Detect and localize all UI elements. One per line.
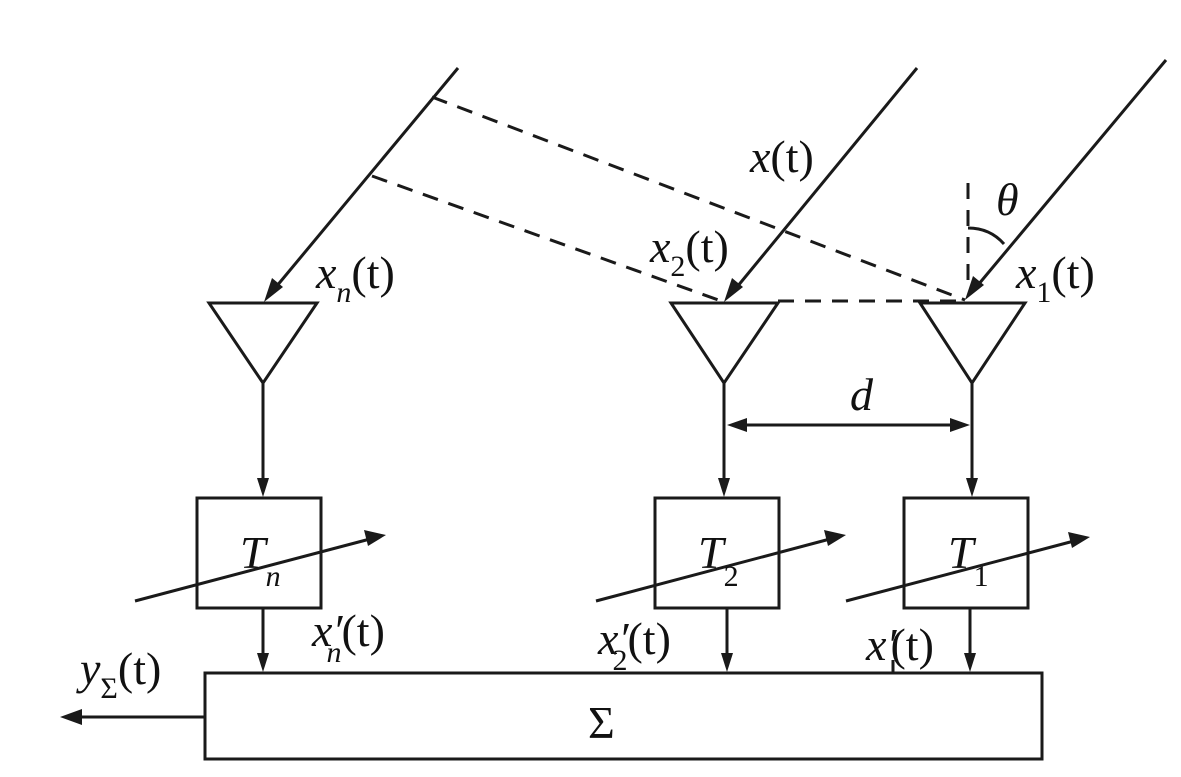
incoming-ray-n [274, 67, 460, 288]
incoming-ray-1-arrowhead [965, 276, 984, 300]
summer-sigma-label: Σ [588, 697, 615, 748]
feed-arrow-n [257, 478, 269, 497]
output-arrowhead [60, 709, 82, 725]
label-x2-t: x2(t) [649, 221, 729, 283]
label-xp1-t: x′(t) [865, 619, 934, 670]
label-t2: T2 [698, 527, 739, 593]
incoming-ray-2 [735, 67, 919, 288]
antenna-2 [668, 301, 781, 386]
delay-out-arrow-1 [964, 653, 976, 672]
incoming-ray-2-arrowhead [724, 278, 743, 302]
label-d: d [850, 369, 874, 420]
feed-arrow-1 [966, 478, 978, 497]
adjust-arrow-n [134, 537, 371, 603]
delay-out-arrow-n [257, 653, 269, 672]
summer-box [203, 671, 1044, 761]
label-xpn-t: x′n(t) [311, 605, 385, 669]
label-xp2-t: x′2(t) [597, 613, 671, 677]
spacing-d-arrow-left [727, 418, 747, 432]
adjust-arrowhead-1 [1068, 532, 1090, 548]
delay-box-1 [902, 496, 1030, 610]
label-xn-t: xn(t) [315, 247, 395, 309]
label-theta: θ [996, 174, 1019, 225]
label-x-t: x(t) [749, 131, 814, 182]
theta-angle-arc [967, 226, 1006, 246]
adjust-arrow-2 [595, 537, 831, 603]
label-t1: T1 [948, 527, 989, 593]
adjust-arrowhead-n [364, 530, 386, 546]
adjust-arrowhead-2 [824, 530, 846, 546]
wavefront-dash-upper [431, 95, 966, 302]
label-y-sum-t: yΣ(t) [76, 643, 161, 705]
antenna-n [206, 301, 320, 386]
label-x1-t: x1(t) [1015, 247, 1095, 309]
adjust-arrow-1 [845, 539, 1075, 603]
label-tn: Tn [240, 527, 281, 593]
delay-out-arrow-2 [721, 653, 733, 672]
feed-arrow-2 [718, 478, 730, 497]
incoming-ray-n-arrowhead [264, 278, 283, 302]
antenna-1 [917, 301, 1028, 386]
delay-box-n [195, 496, 323, 610]
spacing-d-arrow-right [950, 418, 970, 432]
incoming-ray-1 [976, 59, 1168, 286]
wavefront-dash-lower [371, 174, 725, 304]
delay-box-2 [653, 496, 781, 610]
